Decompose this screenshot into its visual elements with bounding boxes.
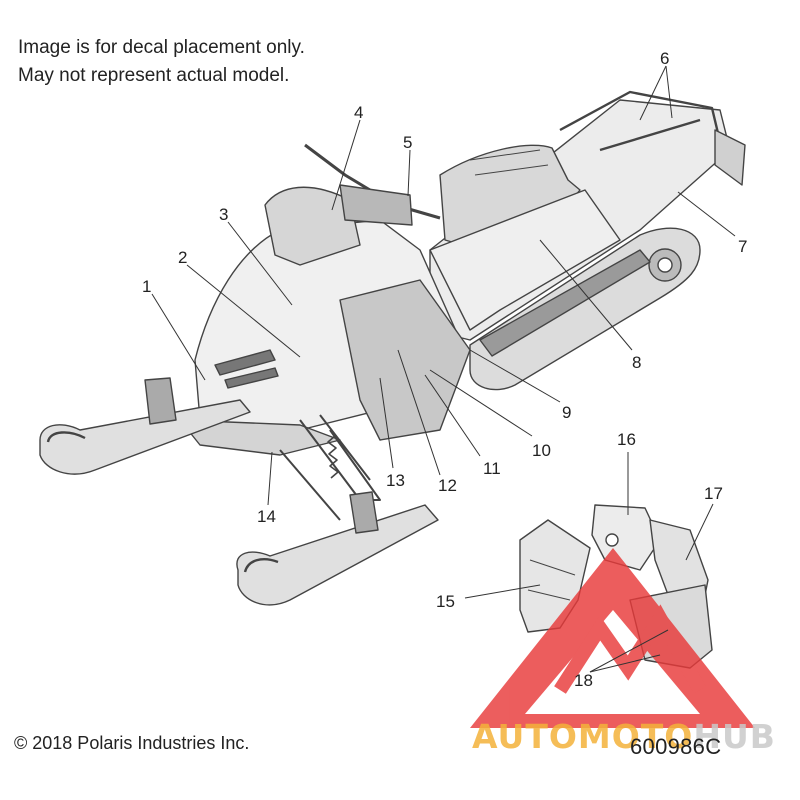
note-line-2: May not represent actual model. [18,65,290,86]
windshield [264,186,361,266]
watermark-triangle [470,548,755,728]
nose-vents [214,349,279,389]
panel-16 [591,504,661,571]
callout-4: 4 [354,103,363,122]
callout-10: 10 [532,441,551,460]
watermark-logo [470,548,755,728]
copyright-notice: © 2018 Polaris Industries Inc. [14,733,250,753]
callout-13: 13 [386,471,405,490]
part-number: 600986C [630,734,722,759]
note-line-1: Image is for decal placement only. [18,37,305,58]
right-ski [236,504,439,606]
callout-17: 17 [704,484,723,503]
ski-spindle [349,491,379,534]
side-panel [429,189,621,331]
watermark-m-mark [554,604,707,694]
snow-flap [714,129,746,186]
placement-note: Image is for decal placement only. May n… [18,34,305,90]
right-ski-loop [243,558,279,573]
steering-post [339,184,413,226]
callout-8: 8 [632,353,641,372]
rail-suspension [479,249,651,357]
side-cowl [339,279,471,441]
nose-pan [179,419,341,456]
callout-1: 1 [142,277,151,296]
callout-11: 11 [483,459,501,478]
left-ski [39,399,251,475]
watermark-brand-auto: AUTOMOTO [472,717,693,756]
watermark-brand-hub: HUB [693,717,776,756]
left-ski-loop [46,431,86,443]
callout-18: 18 [574,671,593,690]
rear-track [469,227,701,391]
front-shock [327,429,339,479]
callout-9: 9 [562,403,571,422]
callout-12: 12 [438,476,457,495]
callout-15: 15 [436,592,455,611]
watermark-brand: AUTOMOTOHUB [472,717,776,756]
callout-16: 16 [617,430,636,449]
callout-2: 2 [178,248,187,267]
left-spindle [144,377,177,425]
callout-7: 7 [738,237,747,256]
callout-5: 5 [403,133,412,152]
callout-14: 14 [257,507,276,526]
callout-labels: 1 2 3 4 5 6 7 8 9 10 11 12 13 14 15 16 1… [142,49,747,690]
callout-6: 6 [660,49,669,68]
callout-3: 3 [219,205,228,224]
leader-lines [151,65,736,673]
rear-rack [559,90,724,152]
snowmobile-illustration [39,90,746,606]
